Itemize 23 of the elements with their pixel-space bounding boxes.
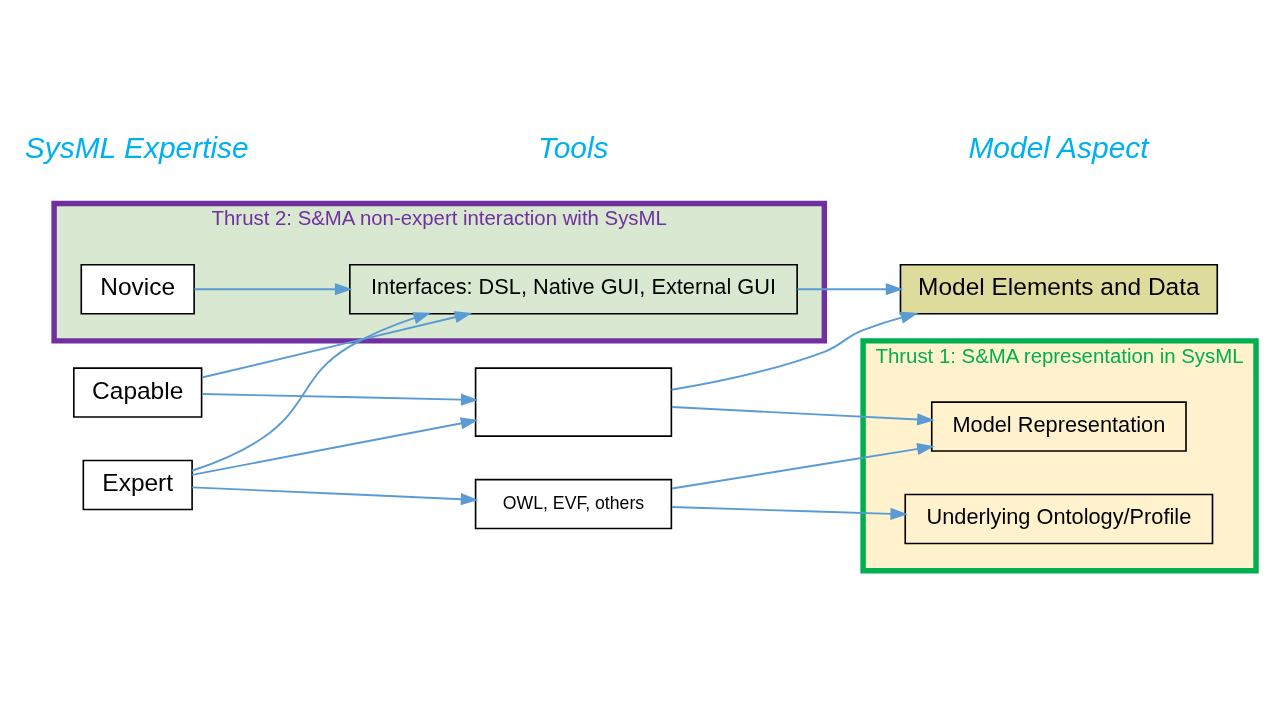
node-box: Model Elements and Data: [899, 263, 1219, 315]
label: Tools: [538, 131, 609, 165]
node-box: OWL, EVF, others: [474, 478, 673, 530]
label: Model Aspect: [968, 131, 1149, 165]
arrow: [191, 486, 479, 506]
node-box: Underlying Ontology/Profile: [904, 493, 1214, 545]
arrow: [191, 417, 479, 476]
arrow: [191, 312, 431, 472]
node-box: Model Representation: [930, 401, 1187, 452]
arrow: [670, 443, 935, 490]
arrow: [796, 283, 904, 296]
node-box: [474, 367, 673, 437]
label: SysML Expertise: [24, 131, 249, 165]
node-box: Novice: [80, 263, 195, 315]
arrow: [201, 393, 479, 406]
node-box: Interfaces: DSL, Native GUI, External GUI: [349, 263, 798, 315]
node-box: Capable: [73, 367, 203, 418]
arrow: [670, 406, 935, 426]
arrow: [193, 283, 353, 296]
arrow: [670, 506, 908, 520]
arrow: [670, 311, 919, 391]
arrow: [201, 311, 473, 379]
node-box: Expert: [82, 459, 193, 511]
